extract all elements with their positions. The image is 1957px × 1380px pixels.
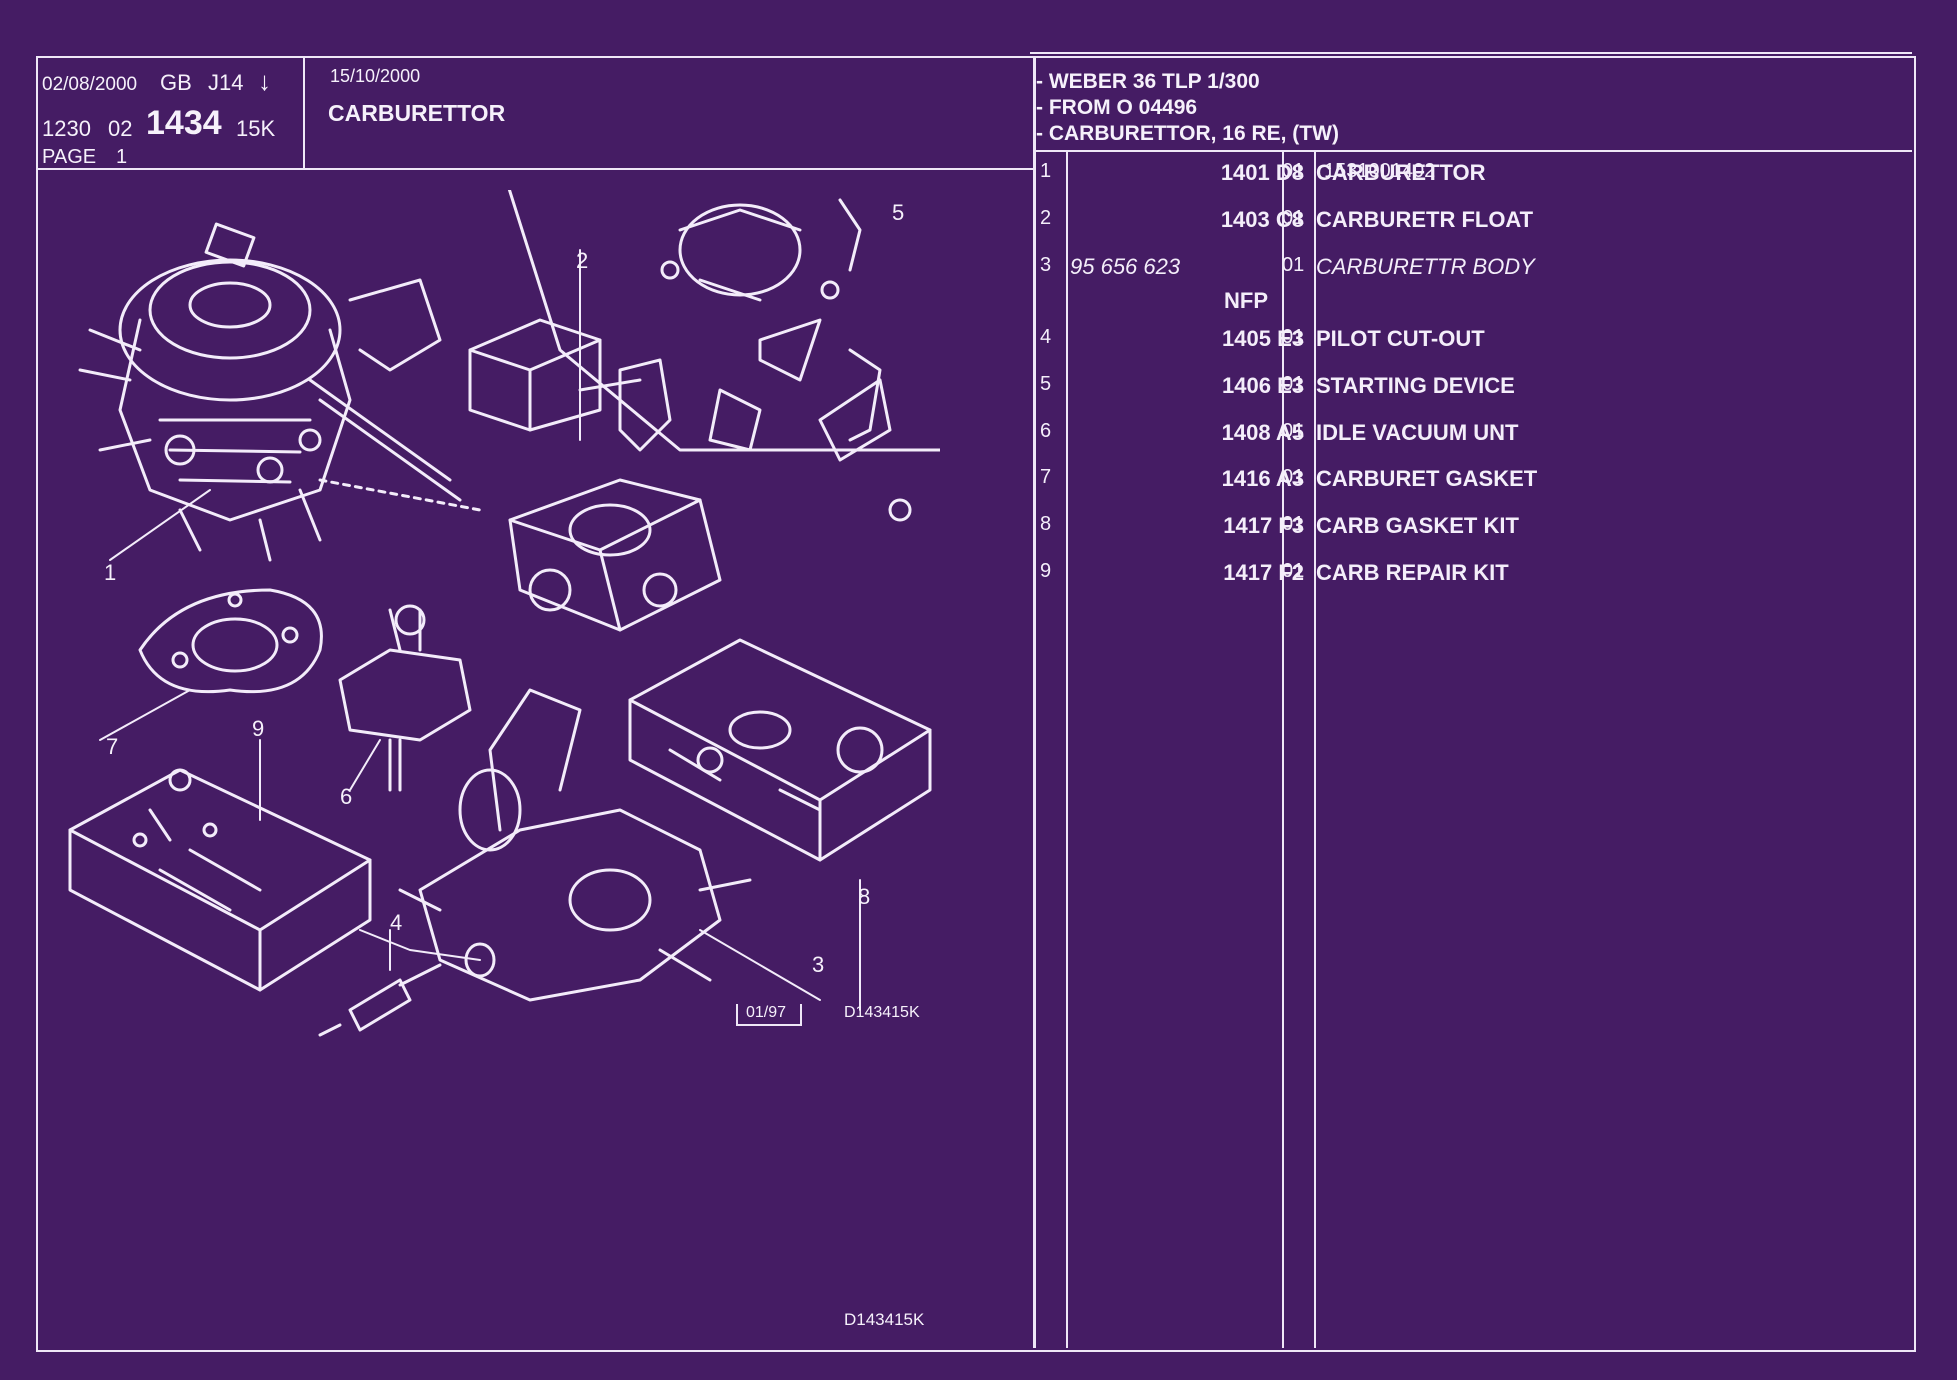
col-line-num [1066, 150, 1068, 1348]
header-divider [303, 56, 305, 168]
part-description: CARBURETR FLOAT [1316, 207, 1534, 232]
pilot-cut-out-drawing [318, 942, 496, 1037]
catalog-ref: 1405 E3 [1222, 326, 1304, 351]
quantity: 01 [1282, 373, 1305, 395]
table-row[interactable]: 8 1417 F3 01 CARB GASKET KIT [1030, 513, 1910, 557]
date-issued: 02/08/2000 [42, 74, 138, 95]
part-description: PILOT CUT-OUT [1316, 326, 1485, 351]
col-line-qty [1314, 150, 1316, 1348]
row-number: 7 [1040, 466, 1052, 488]
callout-number: 7 [106, 734, 119, 759]
callout-number: 2 [576, 248, 589, 273]
quantity: 01 [1282, 560, 1305, 582]
table-row[interactable]: 6 1408 A5 01 IDLE VACUUM UNT [1030, 420, 1910, 464]
catalog-ref: 1417 F2 [1223, 560, 1304, 585]
table-row[interactable]: 4 1405 E3 01 PILOT CUT-OUT [1030, 326, 1910, 370]
notes-bottom-line [1033, 150, 1912, 152]
callout-number: 6 [340, 784, 353, 809]
sheet-code: 15K [236, 116, 276, 141]
drawing-reference: D143415K [844, 1004, 920, 1021]
catalog-ref: 95 656 623 [1070, 254, 1181, 279]
part-description: CARB GASKET KIT [1316, 513, 1519, 538]
page-number: 1 [116, 146, 128, 168]
note-line: - FROM O 04496 [1036, 96, 1198, 119]
part-description: STARTING DEVICE [1316, 373, 1515, 398]
part-number: 1531001402 [1324, 160, 1436, 182]
top-border [1030, 52, 1912, 54]
table-row[interactable]: 7 1416 A3 01 CARBURET GASKET [1030, 466, 1910, 510]
part-description: CARBURETTR BODY [1316, 254, 1535, 279]
arrow-down-icon: ↓ [258, 66, 271, 96]
note-line: - CARBURETTOR, 16 RE, (TW) [1036, 122, 1339, 145]
row-number: 3 [1040, 254, 1052, 276]
carburettor-assembly-drawing [78, 222, 462, 562]
quantity: 01 [1282, 513, 1305, 535]
row-number: 9 [1040, 560, 1052, 582]
catalog-ref: 1406 E3 [1222, 373, 1304, 398]
callout-leader-lines [99, 249, 861, 1011]
part-description: CARBURET GASKET [1316, 466, 1538, 491]
nfp-flag: NFP [1224, 288, 1268, 313]
revision-label: 01/97 [746, 1004, 787, 1021]
table-row[interactable]: 5 1406 E3 01 STARTING DEVICE [1030, 373, 1910, 417]
page-code: 1434 [146, 104, 222, 142]
part-description: CARB REPAIR KIT [1316, 560, 1509, 585]
callout-number: 4 [390, 910, 403, 935]
row-number: 1 [1040, 160, 1052, 182]
callout-number: 3 [812, 952, 825, 977]
quantity: 01 [1282, 160, 1305, 182]
region-code: GB [160, 70, 192, 95]
row-number: 4 [1040, 326, 1052, 348]
table-row[interactable]: 2 1403 C8 01 CARBURETR FLOAT [1030, 207, 1910, 251]
part-description: IDLE VACUUM UNT [1316, 420, 1519, 445]
catalog-ref: 1403 C8 [1220, 207, 1304, 232]
quantity: 01 [1282, 207, 1305, 229]
header-bottom-line [36, 168, 1035, 170]
note-line: - WEBER 36 TLP 1/300 [1036, 70, 1260, 93]
row-number: 5 [1040, 373, 1052, 395]
model-code: J14 [208, 70, 244, 95]
catalog-ref: 1401 D8 [1220, 160, 1304, 185]
date-updated: 15/10/2000 [330, 66, 421, 86]
catalog-ref: 1416 A3 [1221, 466, 1304, 491]
outer-frame [36, 56, 1916, 1352]
idle-vacuum-unit-drawing [338, 604, 472, 792]
catalog-ref: 1408 A5 [1221, 420, 1304, 445]
row-number: 8 [1040, 513, 1052, 535]
quantity: 01 [1282, 254, 1305, 276]
exploded-parts-diagram [68, 190, 940, 1037]
row-number: 6 [1040, 420, 1052, 442]
row-number: 2 [1040, 207, 1052, 229]
starting-device-drawing [507, 190, 940, 522]
callout-number: 9 [252, 716, 265, 741]
group-code: 02 [108, 116, 133, 141]
section-code: 1230 [42, 116, 91, 141]
gasket-kit-box-drawing [628, 638, 932, 862]
table-row[interactable]: 9 1417 F2 01 CARB REPAIR KIT [1030, 560, 1910, 604]
quantity: 01 [1282, 326, 1305, 348]
page-title: CARBURETTOR [328, 100, 506, 126]
throttle-body-drawing [318, 478, 722, 632]
float-drawing [468, 318, 672, 452]
col-line-ref [1282, 150, 1284, 1348]
page-label: PAGE [42, 146, 97, 168]
gasket-drawing [138, 588, 323, 694]
catalog-ref: 1417 F3 [1223, 513, 1304, 538]
quantity: 01 [1282, 420, 1305, 442]
quantity: 01 [1282, 466, 1305, 488]
callout-number: 5 [892, 200, 905, 225]
table-row[interactable]: 3 95 656 623 NFP 01 CARBURETTR BODY [1030, 254, 1910, 316]
revision-box [736, 1004, 802, 1026]
footer-drawing-reference: D143415K [844, 1310, 925, 1329]
callout-number: 1 [104, 560, 117, 585]
repair-kit-box-drawing [68, 768, 372, 992]
column-divider [1033, 56, 1036, 1348]
callout-number: 8 [858, 884, 871, 909]
